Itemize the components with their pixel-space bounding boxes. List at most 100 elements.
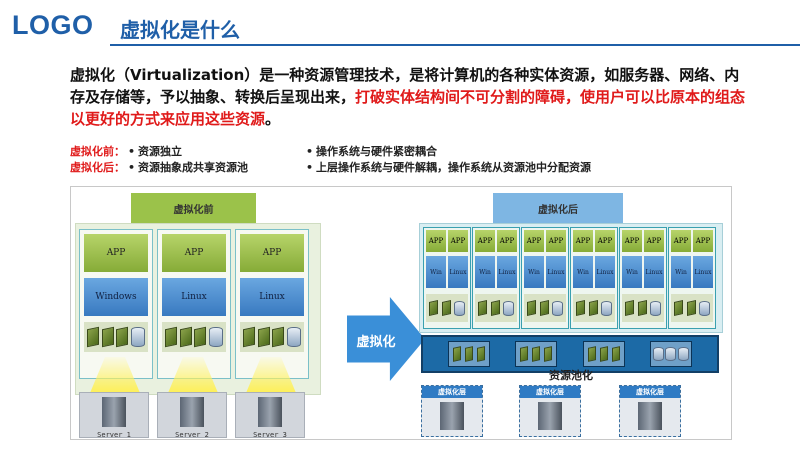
app-layer: APP [240,234,304,272]
vm-hardware [622,294,664,322]
intro-end: 。 [265,110,281,128]
vm-app: APP [546,230,566,252]
physical-server: Server 3 [235,392,305,439]
vm-app: APP [573,230,593,252]
disk-icon [502,300,514,316]
memory-chip-icon [539,300,549,316]
vm-app: APP [524,230,544,252]
vm-stack: APP APP Win Linux [423,227,471,329]
intro-paragraph: 虚拟化（Virtualization）是一种资源管理技术，是将计算机的各种实体资… [70,64,750,130]
title-divider [110,44,800,46]
after-detail: •上层操作系统与硬件解耦，操作系统从资源池中分配资源 [303,160,591,176]
vm-app: APP [448,230,468,252]
memory-chip-icon [490,300,500,316]
memory-chip-icon [576,300,586,316]
server-icon [538,402,562,430]
virtualization-layer: 虚拟化层 [421,385,483,437]
server-icon [102,397,126,427]
vm-hardware [524,294,566,322]
memory-chip-icon [441,300,451,316]
memory-chip-icon [194,326,207,348]
page-title: 虚拟化是什么 [120,18,240,42]
before-label: 虚拟化前： [70,145,125,158]
vm-os: Linux [546,256,566,288]
memory-chip-icon [465,346,474,362]
server-icon [180,397,204,427]
vm-os: Linux [644,256,664,288]
vm-os: Win [671,256,691,288]
server-label: Server 3 [253,431,287,439]
vm-os: Win [622,256,642,288]
vm-hardware [671,294,713,322]
memory-chip-icon [478,300,488,316]
physical-server: Server 1 [79,392,149,439]
hardware-layer [162,322,226,352]
app-layer: APP [84,234,148,272]
physical-server: Server 2 [157,392,227,439]
memory-chip-icon [544,346,553,362]
before-summary: 虚拟化前：•资源独立 [70,144,182,160]
server-icon [440,402,464,430]
memory-chip-icon [625,300,635,316]
resource-pool [421,335,719,373]
memory-chip-icon [674,300,684,316]
virtualization-layer: 虚拟化层 [519,385,581,437]
bullet: • [306,145,314,158]
pool-cpu [448,341,491,367]
memory-chip-icon [477,346,486,362]
vm-os: Linux [595,256,615,288]
server-label: Server 2 [175,431,209,439]
memory-chip-icon [429,300,439,316]
disk-icon [649,300,661,316]
vm-app: APP [644,230,664,252]
after-summary: 虚拟化后：•资源抽象成共享资源池 [70,160,248,176]
vm-os: Win [524,256,544,288]
memory-chip-icon [599,346,608,362]
hardware-layer [240,322,304,352]
memory-chip-icon [179,326,192,348]
disk-icon [131,327,146,347]
vlayer-label: 虚拟化层 [620,386,680,398]
vm-hardware [475,294,517,322]
pool-network [582,341,625,367]
memory-chip-icon [520,346,529,362]
vm-stack: APP APP Win Linux [570,227,618,329]
physical-stack: APP Linux [157,229,231,379]
vlayer-label: 虚拟化层 [520,386,580,398]
vlayer-label: 虚拟化层 [422,386,482,398]
server-icon [638,402,662,430]
memory-chip-icon [86,326,99,348]
bullet: • [306,161,314,174]
after-item: 资源抽象成共享资源池 [138,161,249,174]
vm-stack: APP APP Win Linux [521,227,569,329]
vm-os: Linux [497,256,517,288]
memory-chip-icon [101,326,114,348]
vm-app: APP [595,230,615,252]
physical-stack: APP Linux [235,229,309,379]
memory-chip-icon [116,326,129,348]
pool-memory [515,341,558,367]
memory-chip-icon [588,300,598,316]
vm-stack: APP APP Win Linux [472,227,520,329]
memory-chip-icon [272,326,285,348]
os-layer: Linux [240,278,304,316]
os-layer: Linux [162,278,226,316]
disk-icon [551,300,563,316]
vm-app: APP [497,230,517,252]
vm-app: APP [426,230,446,252]
vm-stack: APP APP Win Linux [668,227,716,329]
vm-hardware [426,294,468,322]
disk-icon [665,347,677,361]
disk-icon [287,327,302,347]
bullet: • [128,145,136,158]
vm-hardware [573,294,615,322]
pool-storage [649,341,692,367]
vm-os: Linux [693,256,713,288]
memory-chip-icon [164,326,177,348]
disk-icon [698,300,710,316]
hardware-layer [84,322,148,352]
pool-label: 资源池化 [549,369,593,382]
disk-icon [209,327,224,347]
memory-chip-icon [532,346,541,362]
memory-chip-icon [611,346,620,362]
